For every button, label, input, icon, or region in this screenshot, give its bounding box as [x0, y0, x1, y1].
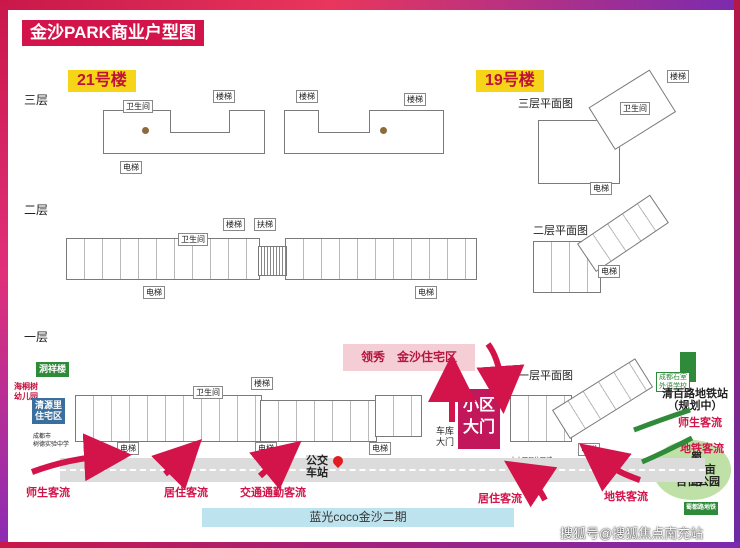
flow-arrow-residential-1 [151, 439, 202, 490]
flow-arrow-metro [579, 443, 641, 492]
flow-label: 交通通勤客流 [240, 487, 306, 499]
qingyuanli-label: 清源里 住宅区 [32, 398, 66, 424]
elevator-label: 电梯 [590, 182, 612, 195]
toilet-label: 卫生间 [620, 102, 650, 115]
plan-f1-c [375, 395, 422, 437]
flow-arrow-residential-2 [504, 460, 558, 508]
stairs-label: 楼梯 [213, 90, 235, 103]
stairs-label: 楼梯 [296, 90, 318, 103]
flow-arrow-commute [249, 440, 302, 490]
school-tag: 成都石室 外语学校 [656, 372, 690, 392]
building-19-label: 19号楼 [476, 70, 544, 92]
building-21-label: 21号楼 [68, 70, 136, 92]
flow-label: 居住客流 [164, 487, 208, 499]
floor-2-label: 二层 [24, 203, 49, 217]
bottom-bar: 蓝光coco金沙二期 [202, 508, 514, 527]
dongxiang-label: 洞祥楼 [36, 362, 70, 377]
flow-arrow-gate-in [476, 342, 525, 414]
stairs-label: 楼梯 [223, 218, 245, 231]
elevator-label: 电梯 [143, 286, 165, 299]
unit-marker [142, 127, 149, 134]
garage-gate-label: 车库 大门 [436, 426, 455, 447]
plan-title-f3: 三层平面图 [518, 98, 573, 110]
flow-label: 地铁客流 [604, 491, 648, 503]
escalator-label: 扶梯 [254, 218, 276, 231]
park-tag: 蜀都路地铁 [684, 502, 719, 515]
floor-1-label: 一层 [24, 330, 49, 344]
elevator-label: 电梯 [598, 265, 620, 278]
kindergarten-label: 海桐树 幼儿园 [14, 382, 38, 402]
flow-arrow-green-2 [641, 435, 694, 465]
floor-3-label: 三层 [24, 93, 49, 107]
top-border [0, 0, 740, 10]
left-border [0, 0, 8, 548]
metro-station-label: 清百路地铁站 （规划中） [662, 388, 728, 412]
plan-title-f2: 二层平面图 [533, 225, 588, 237]
plan-21-f3-notch [170, 110, 230, 133]
watermark: 搜狐号@搜狐焦点南充站 [560, 526, 704, 541]
unit-marker [380, 127, 387, 134]
stairs-label: 楼梯 [251, 377, 273, 390]
right-border [734, 0, 740, 548]
plan-21-f2-left [66, 238, 260, 280]
plan-f1-b [260, 400, 377, 442]
elevator-label: 电梯 [120, 161, 142, 174]
metro-flow-right: 地铁客流 [680, 443, 724, 455]
toilet-label: 卫生间 [123, 100, 153, 113]
plan-21-f3-notch2 [318, 110, 370, 133]
plan-title-f1: 一层平面图 [518, 370, 573, 382]
flow-arrow-green-1 [633, 407, 691, 433]
plan-f1-a [75, 395, 262, 442]
school-label-left: 成都市 树德实验中学 [33, 434, 70, 448]
elevator-label: 电梯 [415, 286, 437, 299]
school-flow-right: 师生客流 [678, 417, 722, 429]
elevator-label: 电梯 [369, 442, 391, 455]
toilet-label: 卫生间 [193, 386, 223, 399]
stairs-label: 楼梯 [404, 93, 426, 106]
escalator-block [258, 246, 287, 276]
bus-stop-label: 公交 车站 [306, 455, 328, 479]
stairs-label: 楼梯 [667, 70, 689, 83]
page-title: 金沙PARK商业户型图 [22, 20, 204, 46]
toilet-label: 卫生间 [178, 233, 208, 246]
flow-label: 师生客流 [26, 487, 70, 499]
bottom-border [0, 542, 740, 548]
flow-arrow-school [30, 433, 132, 482]
